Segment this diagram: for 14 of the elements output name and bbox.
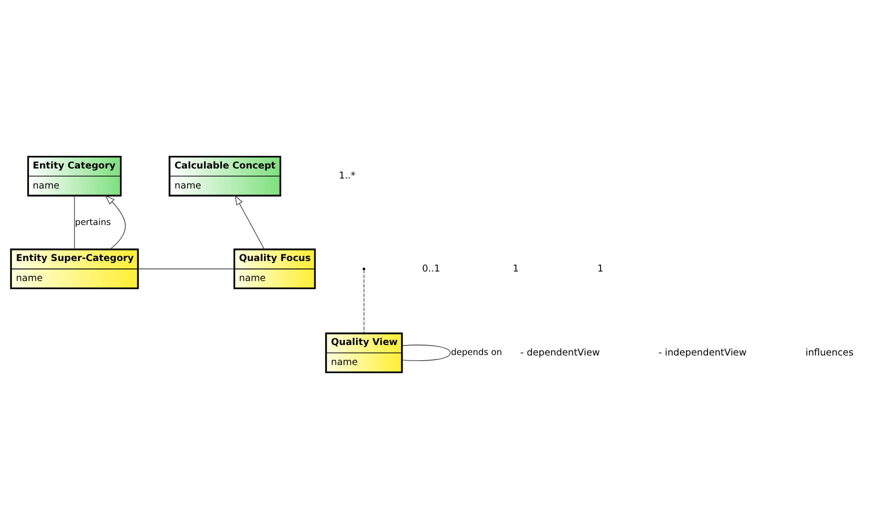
arrow bbox=[234, 194, 265, 250]
label: 0..1 bbox=[422, 263, 440, 274]
label: 1..* bbox=[338, 170, 356, 182]
label: 1 bbox=[597, 263, 604, 274]
label: - dependentView bbox=[520, 347, 600, 358]
connector bbox=[74, 195, 75, 250]
connector bbox=[402, 344, 451, 361]
label: 1 bbox=[512, 263, 519, 274]
edge-label: pertains bbox=[75, 218, 111, 228]
label: - independentView bbox=[658, 347, 747, 358]
label: influences bbox=[805, 347, 854, 358]
connector bbox=[138, 268, 234, 270]
arrow bbox=[104, 195, 126, 250]
edge-label: depends on bbox=[450, 348, 502, 358]
